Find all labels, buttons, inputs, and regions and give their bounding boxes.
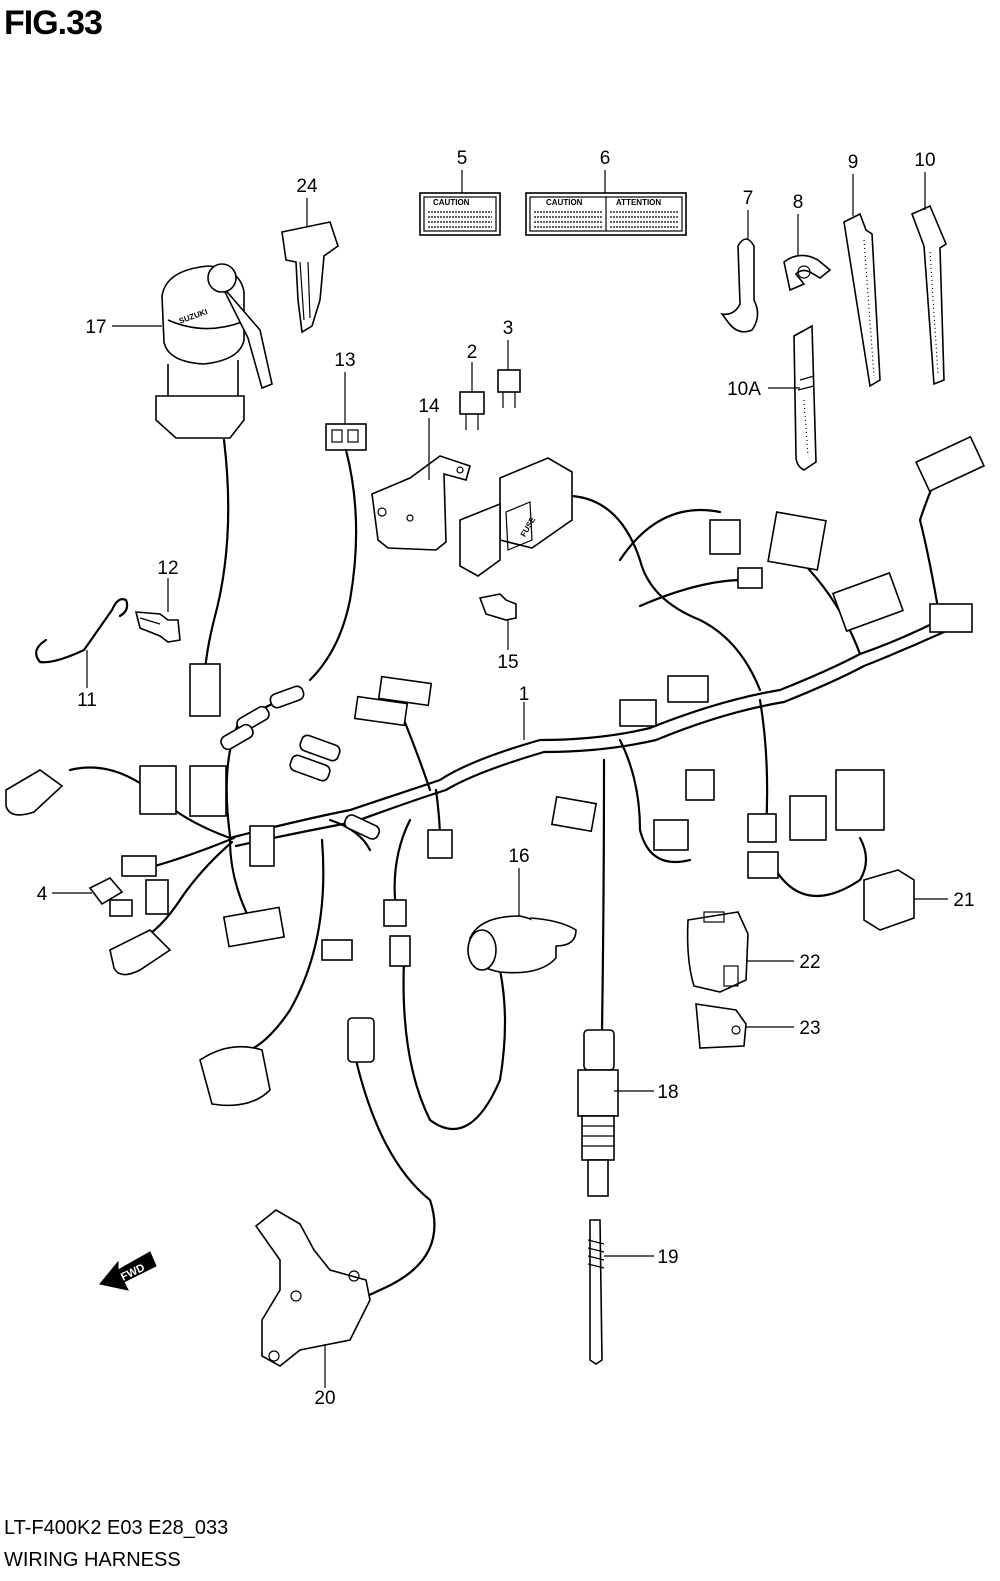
callout-19: 19 <box>657 1247 678 1268</box>
fwd-arrow-icon: FWD <box>99 1251 157 1291</box>
callout-23: 23 <box>799 1018 820 1039</box>
callout-17: 17 <box>85 317 106 338</box>
harness-connectors <box>5 435 986 1107</box>
fwd-text: FWD <box>119 1262 147 1284</box>
callout-10a: 10A <box>727 379 761 400</box>
callout-18: 18 <box>657 1082 678 1103</box>
callout-3: 3 <box>503 318 514 339</box>
callout-8: 8 <box>793 192 804 213</box>
callout-2: 2 <box>467 342 478 363</box>
part-20-switch <box>254 1209 371 1367</box>
callout-16: 16 <box>508 846 529 867</box>
callout-20: 20 <box>314 1388 335 1409</box>
part-3-fuse <box>497 369 521 408</box>
callout-12: 12 <box>157 558 178 579</box>
callout-4: 4 <box>37 884 48 905</box>
part-17-ignition-switch: SUZUKI <box>155 263 273 439</box>
callout-21: 21 <box>953 890 974 911</box>
part-21-relay <box>863 869 915 931</box>
part-10-cable-tie <box>910 204 947 386</box>
label6-caution-text: CAUTION <box>546 198 583 207</box>
figure-title: FIG.33 <box>4 4 103 42</box>
fuse-box: FUSE <box>459 457 573 577</box>
label5-caution-text: CAUTION <box>433 198 470 207</box>
callout-10: 10 <box>914 150 935 171</box>
callout-15: 15 <box>497 652 518 673</box>
part-12-bolt <box>134 611 181 643</box>
callout-9: 9 <box>848 152 859 173</box>
callout-6: 6 <box>600 148 611 169</box>
part-4-connector <box>88 877 124 906</box>
part-11-wire-clip <box>35 598 129 664</box>
callout-24: 24 <box>296 176 318 197</box>
footer-figure-name: WIRING HARNESS <box>4 1549 181 1571</box>
part-22-cover <box>686 911 749 993</box>
part-8-clamp <box>783 254 832 292</box>
part-24-key <box>281 221 339 334</box>
part-18-oxygen-sensor <box>577 1029 619 1197</box>
callout-11: 11 <box>77 690 97 711</box>
part-2-fuse <box>459 391 485 430</box>
label6-attention-text: ATTENTION <box>616 198 661 207</box>
part-16-sensor <box>467 915 577 974</box>
part-15-bolt <box>478 593 517 621</box>
part-7-clamp <box>720 238 759 333</box>
part-14-bracket <box>371 455 471 551</box>
part-23-bracket <box>695 1003 747 1049</box>
part-6-caution-attention-label: CAUTION ATTENTION <box>525 192 687 236</box>
callout-13: 13 <box>334 350 355 371</box>
callout-7: 7 <box>743 188 754 209</box>
callout-14: 14 <box>418 396 440 417</box>
part-10a-strap <box>793 324 817 471</box>
callout-1: 1 <box>519 684 530 705</box>
part-19-probe <box>587 1219 605 1365</box>
callout-leaders <box>52 170 948 1388</box>
part-13-connector <box>325 423 367 451</box>
part-5-caution-label: CAUTION <box>419 192 501 236</box>
callout-5: 5 <box>457 148 468 169</box>
callout-22: 22 <box>799 952 820 973</box>
footer-model-code: LT-F400K2 E03 E28_033 <box>4 1517 229 1539</box>
callout-numbers: 1 2 3 4 5 6 7 8 9 10 10A 11 12 13 14 15 … <box>37 148 975 1409</box>
part-9-cable-tie <box>843 212 881 388</box>
